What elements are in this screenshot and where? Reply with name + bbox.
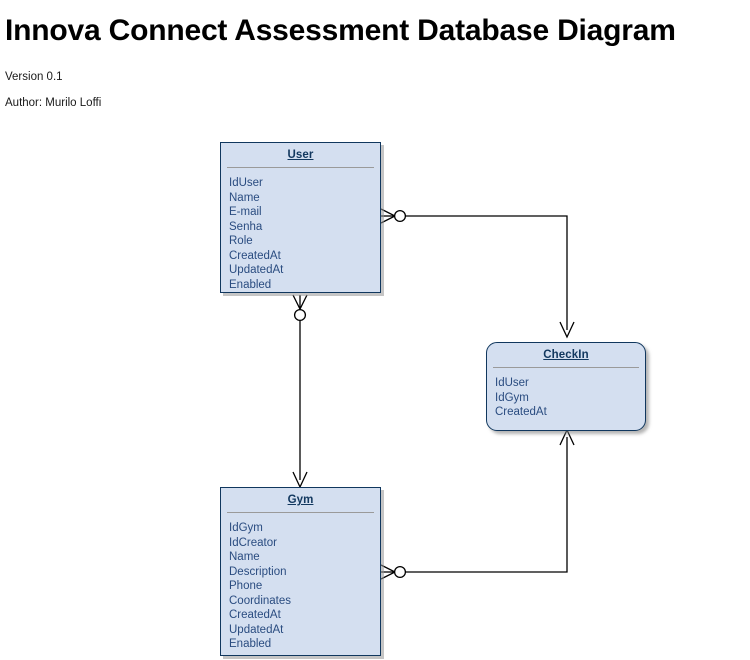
entity-checkin-divider [493, 367, 639, 368]
relationship-user-gym [292, 294, 308, 489]
attribute-row: Role [229, 235, 253, 247]
entity-gym-divider [227, 512, 374, 513]
relationship-user-checkin [380, 208, 575, 339]
attribute-row: CreatedAt [229, 609, 281, 621]
entity-checkin[interactable]: CheckIn IdUser IdGym CreatedAt [486, 342, 646, 431]
attribute-row: UpdatedAt [229, 623, 284, 636]
attribute-row: UpdatedAt [229, 264, 284, 276]
entity-gym-title: Gym [287, 494, 314, 506]
attribute-row: IdUser [229, 177, 263, 189]
entity-gym[interactable]: Gym IdGym IdCreator Name Description Pho… [220, 487, 381, 656]
relationship-gym-checkin [380, 428, 575, 580]
attribute-row: Name [229, 551, 260, 563]
crowsfoot-user-checkin [380, 208, 407, 224]
entity-gym-attributes: IdGym IdCreator Name Description Phone C… [221, 513, 380, 660]
entity-checkin-title: CheckIn [543, 349, 589, 361]
attribute-row: Name [229, 191, 260, 204]
attribute-row: Enabled [229, 638, 272, 650]
attribute-row: CreatedAt [495, 406, 547, 418]
attribute-row: IdGym [495, 391, 529, 404]
attribute-row: CreatedAt [229, 249, 281, 262]
entity-checkin-attributes: IdUser IdGym CreatedAt [487, 368, 645, 428]
entity-user-title: User [287, 149, 314, 161]
attribute-row: IdGym [229, 522, 263, 534]
attribute-row: IdUser [495, 377, 529, 389]
attribute-row: Description [229, 565, 287, 578]
entity-user[interactable]: User IdUser Name E-mail Senha Role Creat… [220, 142, 381, 293]
attribute-row: E-mail [229, 206, 262, 218]
attribute-row: Senha [229, 220, 263, 233]
attribute-row: Enabled [229, 278, 272, 291]
entity-user-attributes: IdUser Name E-mail Senha Role CreatedAt … [221, 168, 380, 300]
document-author: Author: Murilo Loffi [5, 97, 102, 109]
page-title: Innova Connect Assessment Database Diagr… [5, 14, 676, 47]
document-version: Version 0.1 [5, 71, 63, 83]
entity-user-divider [227, 167, 374, 168]
attribute-row: Coordinates [229, 594, 292, 607]
attribute-row: Phone [229, 580, 263, 592]
crowsfoot-gym-checkin [380, 564, 407, 580]
attribute-row: IdCreator [229, 536, 277, 549]
